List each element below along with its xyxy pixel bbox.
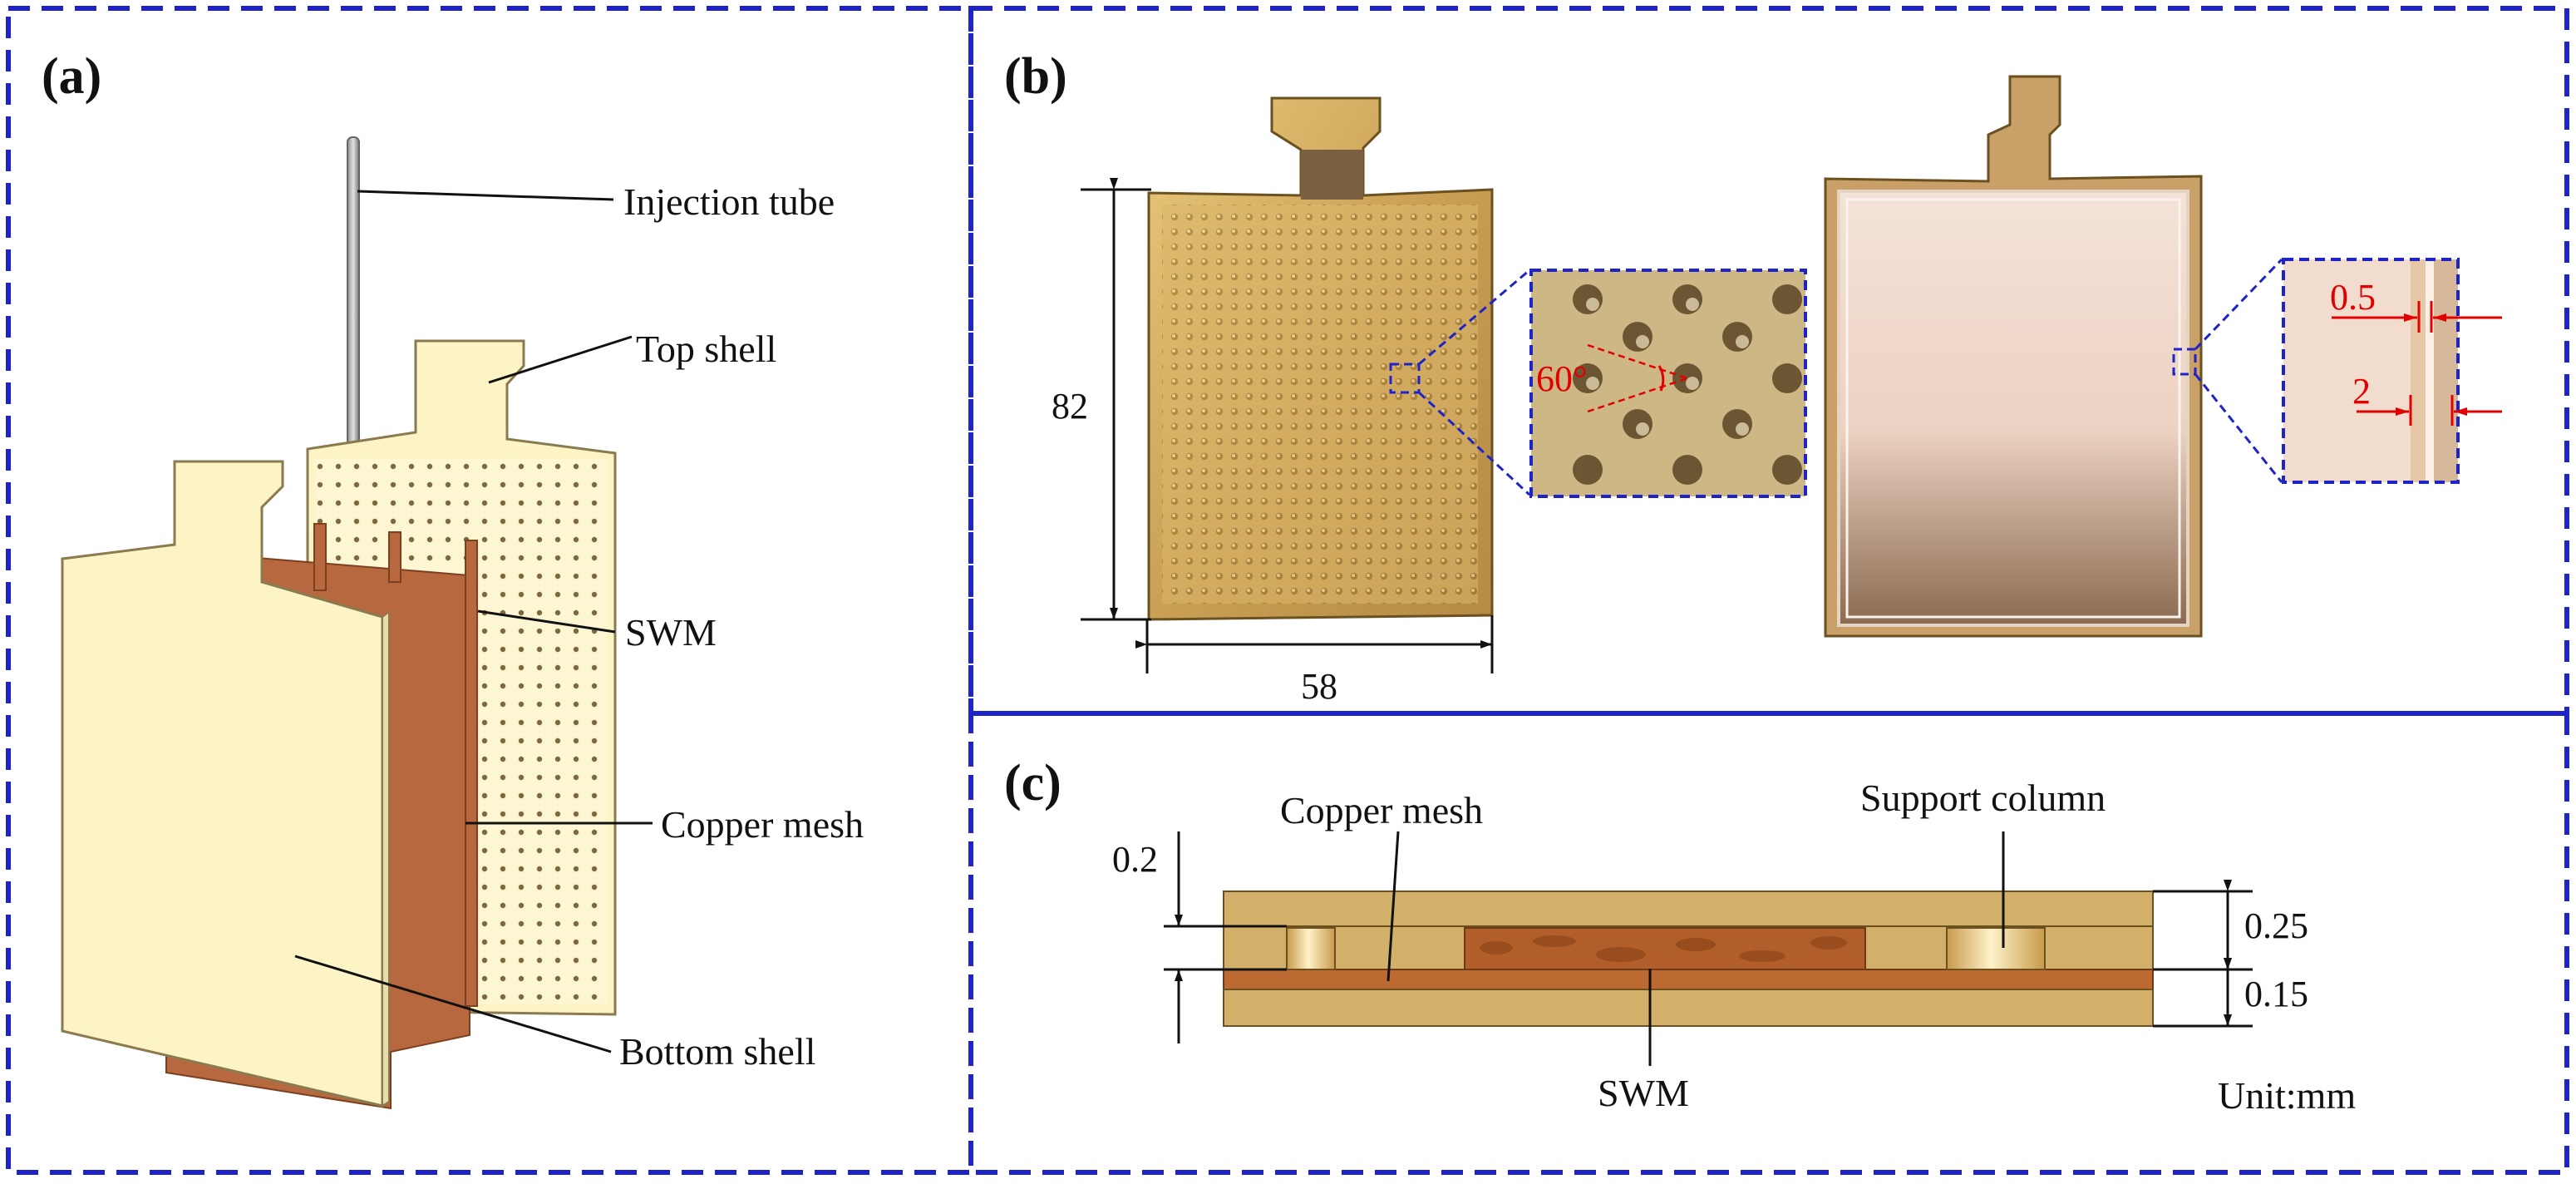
- panel-b-letter: (b): [1004, 48, 1067, 105]
- cross-section-swm: [1464, 927, 1866, 970]
- panel-c-labels: Copper mesh Support column SWM Unit:mm: [1280, 777, 2356, 1117]
- dimension-c-lower-label: 0.15: [2244, 974, 2308, 1014]
- copper-mesh-strip-3: [465, 540, 478, 1007]
- label-c-support-column: Support column: [1860, 777, 2106, 819]
- gold-plate-photo: [1147, 96, 1494, 621]
- edge-gap-label: 2: [2352, 371, 2371, 412]
- panel-a: (a) Injection tube: [42, 48, 864, 1110]
- panel-b: (b) 82 58: [1004, 48, 2502, 707]
- dimple-inset: [1529, 269, 1807, 498]
- finished-plate-photo: [1824, 75, 2203, 638]
- dimension-c-upper-label: 0.25: [2244, 905, 2308, 946]
- swm-texture: [1480, 935, 1847, 962]
- support-column-left: [1286, 927, 1336, 970]
- panel-c-letter: (c): [1004, 755, 1061, 812]
- label-injection-tube: Injection tube: [623, 180, 835, 223]
- panel-frames: [6, 6, 2569, 1175]
- label-bottom-shell: Bottom shell: [619, 1030, 815, 1073]
- label-c-copper-mesh: Copper mesh: [1280, 789, 1483, 831]
- panel-c: (c) Copper mesh Support column SW: [1004, 755, 2356, 1117]
- cross-section-top-shell: [1223, 890, 2154, 927]
- injection-tube: [347, 136, 360, 446]
- dimension-c-left: [1164, 831, 1287, 1043]
- support-column-right: [1946, 927, 2046, 970]
- panel-a-labels: Injection tube Top shell SWM Copper mesh…: [619, 180, 864, 1073]
- copper-mesh-strip-2: [388, 531, 401, 583]
- edge-inset: [2282, 258, 2502, 484]
- panel-c-frame: [968, 711, 2569, 1175]
- zoom-connector-1: [1389, 269, 1531, 496]
- dimension-height: [1081, 178, 1151, 621]
- cross-section-bottom-shell: [1223, 989, 2154, 1027]
- edge-wall-label: 0.5: [2330, 277, 2376, 318]
- panel-c-leaders: [1387, 831, 2005, 1066]
- dimple-angle-label: 60°: [1536, 358, 1588, 399]
- cross-section: [1223, 890, 2154, 1027]
- label-c-unit: Unit:mm: [2218, 1074, 2356, 1117]
- dimension-width: [1135, 615, 1494, 673]
- dimension-height-label: 82: [1052, 386, 1088, 427]
- label-c-swm: SWM: [1598, 1072, 1689, 1114]
- label-swm: SWM: [625, 611, 717, 654]
- dimension-c-right: [2153, 880, 2253, 1028]
- label-top-shell: Top shell: [636, 328, 776, 370]
- dimension-width-label: 58: [1301, 666, 1337, 707]
- zoom-connector-2: [2172, 258, 2283, 483]
- panel-a-letter: (a): [42, 48, 101, 105]
- copper-mesh-strip-1: [313, 523, 327, 591]
- label-copper-mesh: Copper mesh: [661, 803, 864, 846]
- panel-a-frame: [6, 6, 973, 1175]
- bottom-shell: [61, 460, 390, 1108]
- panel-a-leaders: [294, 190, 653, 1053]
- cross-section-copper-mesh: [1223, 969, 2154, 990]
- dimension-c-left-label: 0.2: [1112, 839, 1158, 880]
